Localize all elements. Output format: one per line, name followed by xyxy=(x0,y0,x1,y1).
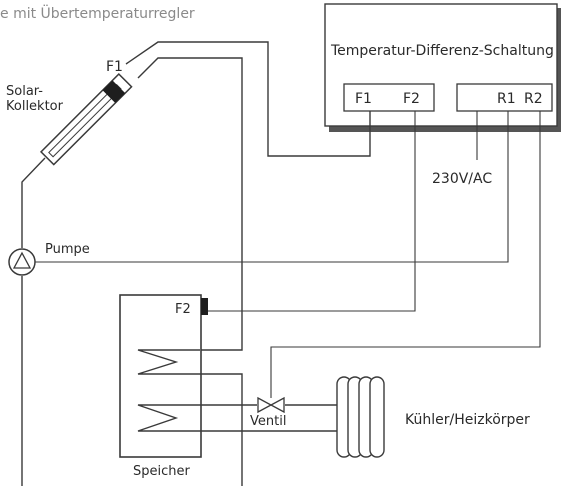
sensor-f1-wire xyxy=(125,41,371,157)
collector-return-pipe xyxy=(21,157,46,248)
terminal-f1-label: F1 xyxy=(355,91,372,107)
valve-label: Ventil xyxy=(250,414,286,429)
storage-lower-pipe xyxy=(200,373,243,486)
sensor-f2-label: F2 xyxy=(175,302,191,317)
controller-title: Temperatur-Differenz-Schaltung xyxy=(330,43,554,59)
terminal-r1-label: R1 xyxy=(497,91,516,107)
terminal-r2-label: R2 xyxy=(524,91,543,107)
radiator-fin-4 xyxy=(369,376,385,458)
sensor-f2-marker xyxy=(201,298,208,315)
caption-text: e mit Übertemperaturregler xyxy=(0,4,195,22)
sensor-f1-marker xyxy=(102,80,126,104)
pump xyxy=(8,248,36,276)
heat-exchanger-upper xyxy=(137,349,200,375)
valve xyxy=(257,396,285,414)
collector-label-line1: Solar- xyxy=(6,84,43,99)
sensor-f1-label: F1 xyxy=(106,59,123,75)
storage-frame xyxy=(119,294,202,458)
storage-tank xyxy=(119,294,208,458)
radiator-label: Kühler/Heizkörper xyxy=(405,412,530,428)
relay-terminal-block xyxy=(456,83,553,112)
collector-label-line2: Kollektor xyxy=(6,99,64,114)
collector-supply-pipe xyxy=(137,57,243,351)
radiator xyxy=(336,376,385,458)
valve-right-icon xyxy=(269,396,285,414)
solar-collector xyxy=(39,72,133,166)
pump-control-wire xyxy=(35,111,509,263)
pump-label: Pumpe xyxy=(45,242,90,257)
sensor-terminal-block xyxy=(343,83,435,112)
terminal-f2-label: F2 xyxy=(403,91,420,107)
valve-control-wire xyxy=(270,111,541,398)
valve-left-icon xyxy=(257,396,273,414)
storage-label: Speicher xyxy=(133,464,190,479)
controller-box: Temperatur-Differenz-Schaltung F1 F2 R1 … xyxy=(324,3,561,132)
sensor-f2-wire xyxy=(208,111,416,312)
heat-exchanger-lower xyxy=(137,404,200,432)
pump-icon xyxy=(12,251,32,269)
power-label: 230V/AC xyxy=(432,171,492,187)
